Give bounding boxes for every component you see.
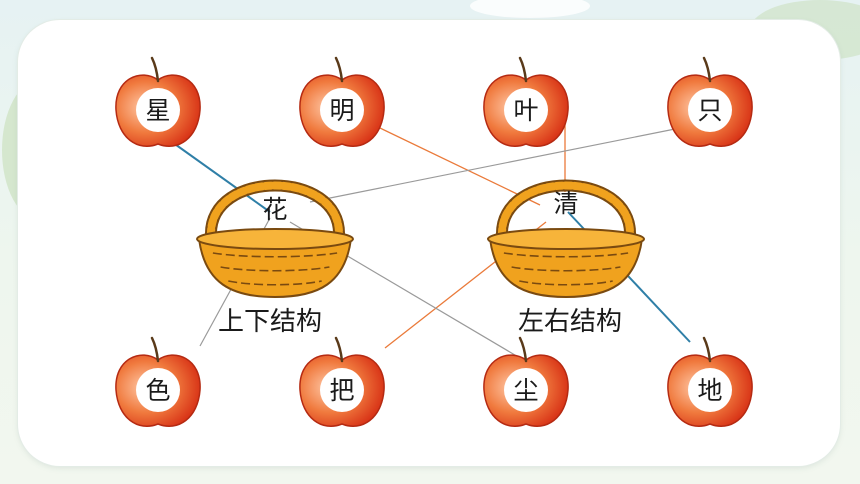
apple-center: [688, 88, 732, 132]
basket-word-hua: 花: [262, 195, 287, 224]
apple-char-ye: 叶: [513, 96, 538, 125]
apple-char-chen: 尘: [513, 376, 538, 405]
basket-label-left-right: 左右结构: [518, 307, 622, 337]
apple-stem: [702, 56, 712, 83]
basket-left-right-structure: [487, 179, 645, 299]
basket-weave: [212, 252, 338, 258]
cloud-decoration: [470, 0, 590, 18]
apple-char-di: 地: [697, 376, 722, 405]
basket-label-top-bottom: 上下结构: [218, 307, 322, 337]
apple-se[interactable]: [115, 336, 201, 427]
apple-zhi[interactable]: [667, 56, 753, 147]
apple-center: [504, 88, 548, 132]
line-ming-to-qing: [379, 127, 541, 206]
apple-stem: [702, 336, 712, 363]
basket-weave: [220, 266, 330, 272]
apple-char-se: 色: [145, 376, 170, 405]
apple-char-ming: 明: [329, 96, 354, 125]
apple-stem: [518, 336, 528, 363]
basket-rim: [487, 228, 645, 250]
apple-center: [136, 88, 180, 132]
basket-word-qing: 清: [553, 189, 578, 218]
apple-center: [136, 368, 180, 412]
basket-weave: [511, 266, 621, 272]
basket-weave: [228, 280, 322, 286]
apple-center: [320, 88, 364, 132]
apple-ba[interactable]: [299, 336, 385, 427]
apple-stem: [150, 56, 160, 83]
apple-xing[interactable]: [115, 56, 201, 147]
basket-weave: [519, 280, 613, 286]
line-zhi-to-hua: [309, 127, 681, 203]
basket-handle: [497, 181, 635, 239]
apple-center: [320, 368, 364, 412]
apple-ye[interactable]: [483, 56, 569, 147]
basket-top-bottom-structure: [196, 179, 354, 299]
apple-center: [504, 368, 548, 412]
basket-handle: [206, 181, 344, 239]
apple-chen[interactable]: [483, 336, 569, 427]
basket-weave: [503, 252, 629, 258]
apple-ming[interactable]: [299, 56, 385, 147]
line-xing-to-hua: [171, 141, 271, 213]
apple-stem: [334, 336, 344, 363]
apple-char-xing: 星: [145, 96, 170, 125]
apple-di[interactable]: [667, 336, 753, 427]
apple-center: [688, 368, 732, 412]
basket-rim: [196, 228, 354, 250]
apple-char-zhi: 只: [697, 96, 722, 125]
apple-stem: [150, 336, 160, 363]
apple-char-ba: 把: [329, 376, 354, 405]
apple-stem: [334, 56, 344, 83]
apple-stem: [518, 56, 528, 83]
